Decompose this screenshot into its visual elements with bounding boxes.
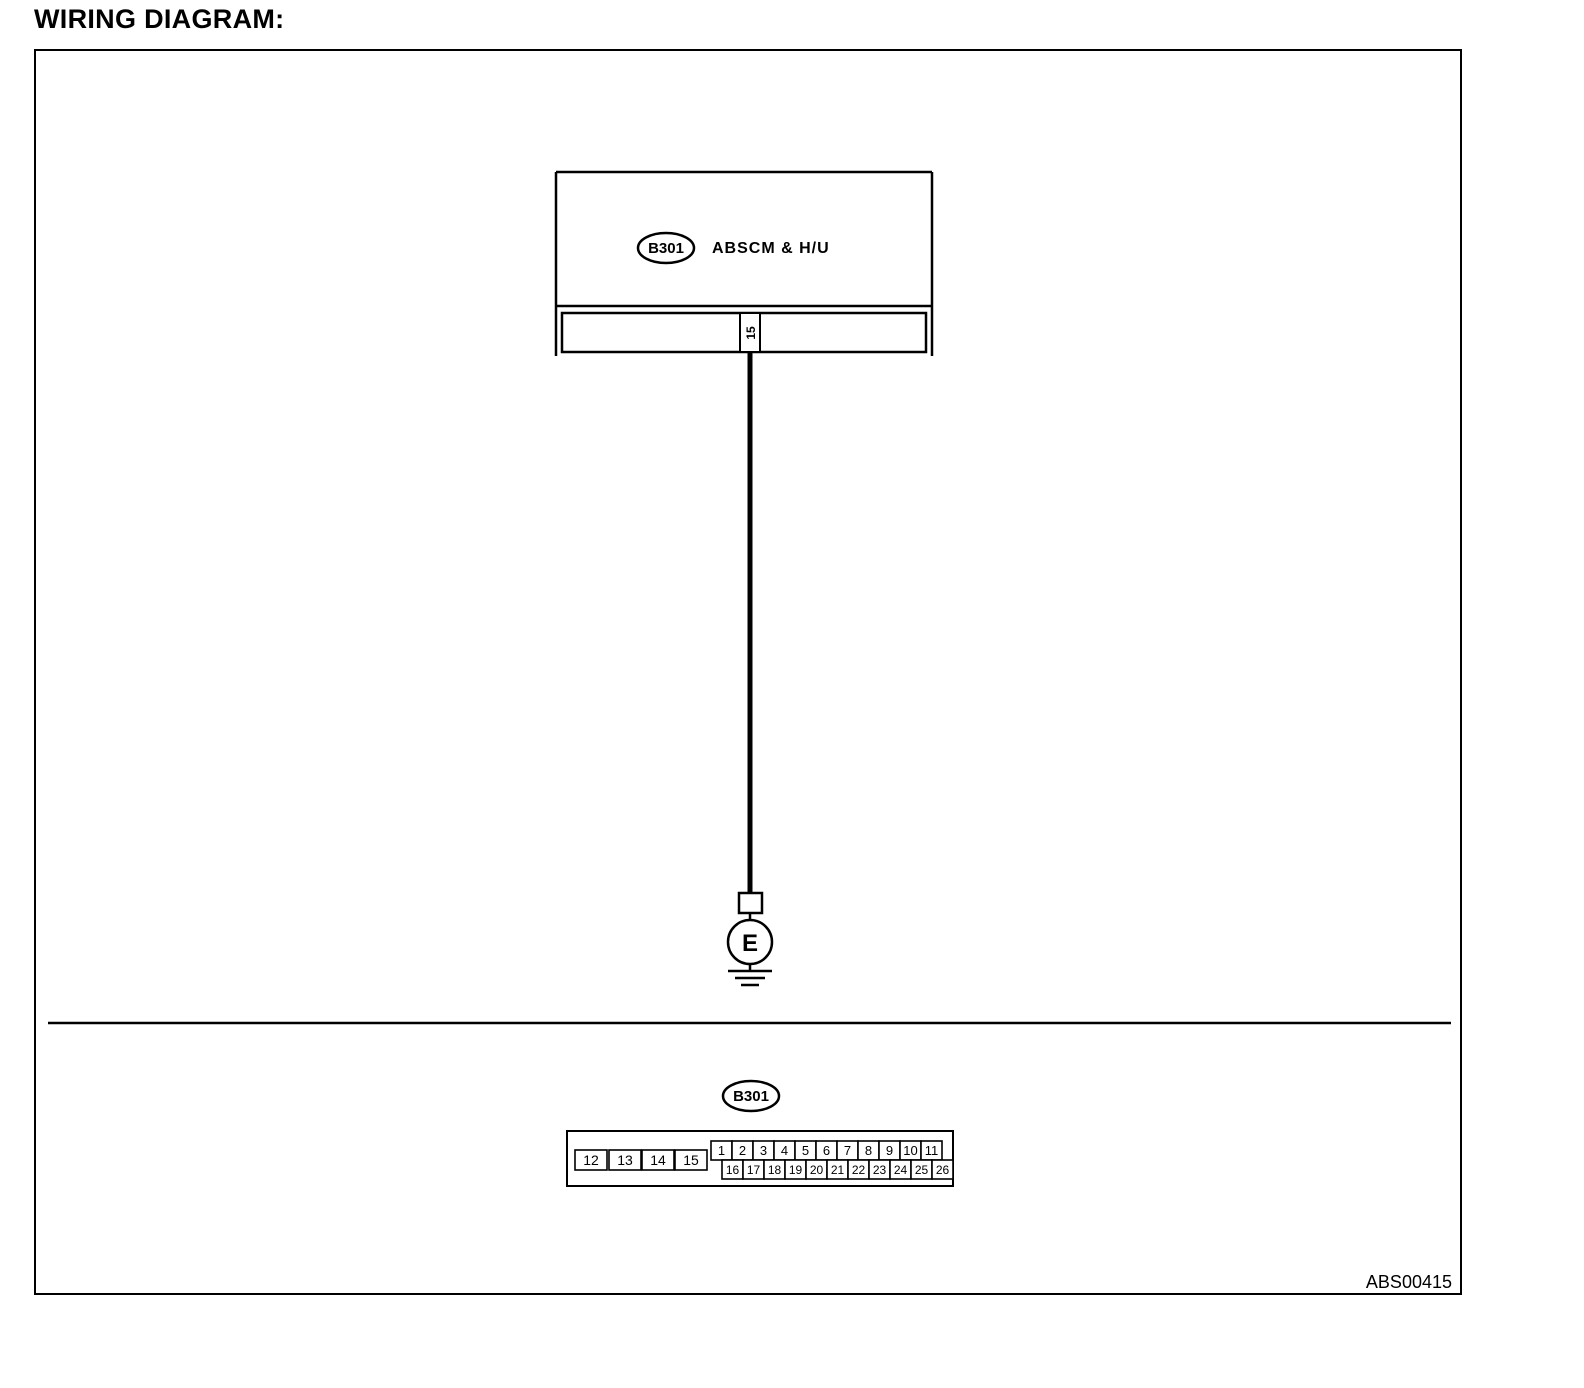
connector-pin-cell xyxy=(674,1149,708,1171)
ground-symbol: E xyxy=(726,891,774,987)
connector-housing xyxy=(566,1130,954,1187)
connector-pin-13: 13 xyxy=(608,1149,642,1171)
connector-view-id: B301 xyxy=(733,1088,769,1105)
diagram-frame xyxy=(34,49,1462,1295)
connector-pin-17: 17 xyxy=(742,1159,765,1180)
connector-pin-4: 4 xyxy=(773,1140,796,1161)
ground-terminal xyxy=(737,891,764,915)
connector-pin-number: 19 xyxy=(789,1163,803,1177)
connector-pin-cell xyxy=(608,1149,642,1171)
connector-pin-cell xyxy=(641,1149,675,1171)
connector-view-badge-outline xyxy=(721,1079,781,1113)
connector-pin-9: 9 xyxy=(878,1140,901,1161)
control-unit: B301 ABSCM & H/U 15 xyxy=(554,170,934,356)
page-heading: WIRING DIAGRAM: xyxy=(34,4,285,34)
connector-pin-22: 22 xyxy=(847,1159,870,1180)
connector-pin-5: 5 xyxy=(794,1140,817,1161)
connector-pin-number: 24 xyxy=(894,1163,908,1177)
connector-pin-number: 12 xyxy=(583,1152,599,1168)
connector-pin-number: 25 xyxy=(915,1163,929,1177)
connector-pin-20: 20 xyxy=(805,1159,828,1180)
connector-pin-number: 7 xyxy=(844,1143,851,1158)
connector-pin-1: 1 xyxy=(710,1140,733,1161)
connector-pin-number: 17 xyxy=(747,1163,761,1177)
unit-connector-id: B301 xyxy=(648,240,684,257)
connector-pin-6: 6 xyxy=(815,1140,838,1161)
connector-pin-number: 22 xyxy=(852,1163,866,1177)
connector-pin-26: 26 xyxy=(931,1159,954,1180)
unit-connector-badge-outline xyxy=(636,231,696,265)
connector-pin-number: 1 xyxy=(718,1143,725,1158)
connector-pin-cell xyxy=(931,1159,954,1180)
connector-pin-number: 6 xyxy=(823,1143,830,1158)
figure-code: ABS00415 xyxy=(1366,1272,1452,1292)
connector-pin-10: 10 xyxy=(899,1140,922,1161)
connector-pin-8: 8 xyxy=(857,1140,880,1161)
connector-pin-number: 13 xyxy=(617,1152,633,1168)
connector-pin-number: 15 xyxy=(683,1152,699,1168)
connector-pin-number: 8 xyxy=(865,1143,872,1158)
connector-bottom-row-pins: 16 17 18 19 20 21 22 23 24 25 26 xyxy=(721,1159,954,1180)
connector-pin-25: 25 xyxy=(910,1159,933,1180)
connector-pin-24: 24 xyxy=(889,1159,912,1180)
connector-pin-18: 18 xyxy=(763,1159,786,1180)
connector-pin-number: 16 xyxy=(726,1163,740,1177)
connector-pin-number: 3 xyxy=(760,1143,767,1158)
connector-pin-23: 23 xyxy=(868,1159,891,1180)
unit-terminal-number: 15 xyxy=(744,326,758,340)
connector-pin-number: 14 xyxy=(650,1152,666,1168)
connector-pin-number: 4 xyxy=(781,1143,788,1158)
connector-pin-11: 11 xyxy=(920,1140,943,1161)
connector-pin-number: 21 xyxy=(831,1163,845,1177)
connector-pin-number: 2 xyxy=(739,1143,746,1158)
connector-pin-number: 5 xyxy=(802,1143,809,1158)
unit-connector-badge: B301 xyxy=(636,231,696,265)
connector-pin-number: 10 xyxy=(903,1143,917,1158)
connector-pin-number: 11 xyxy=(925,1143,939,1158)
ground-letter: E xyxy=(742,930,758,957)
connector-pin-21: 21 xyxy=(826,1159,849,1180)
connector-pin-number: 18 xyxy=(768,1163,782,1177)
connector-pin-number: 23 xyxy=(873,1163,887,1177)
connector-pin-cell xyxy=(574,1149,608,1171)
connector-pin-3: 3 xyxy=(752,1140,775,1161)
connector-pin-7: 7 xyxy=(836,1140,859,1161)
connector-pin-14: 14 xyxy=(641,1149,675,1171)
connector-pin-number: 9 xyxy=(886,1143,893,1158)
connector-pin-2: 2 xyxy=(731,1140,754,1161)
connector-pin-19: 19 xyxy=(784,1159,807,1180)
connector-pin-number: 20 xyxy=(810,1163,824,1177)
connector-pin-16: 16 xyxy=(721,1159,744,1180)
unit-name: ABSCM & H/U xyxy=(712,240,830,257)
connector-pin-15: 15 xyxy=(674,1149,708,1171)
connector-pin-number: 26 xyxy=(936,1163,950,1177)
connector-pin-12: 12 xyxy=(574,1149,608,1171)
connector-left-pins: 12 13 14 15 xyxy=(574,1149,708,1171)
